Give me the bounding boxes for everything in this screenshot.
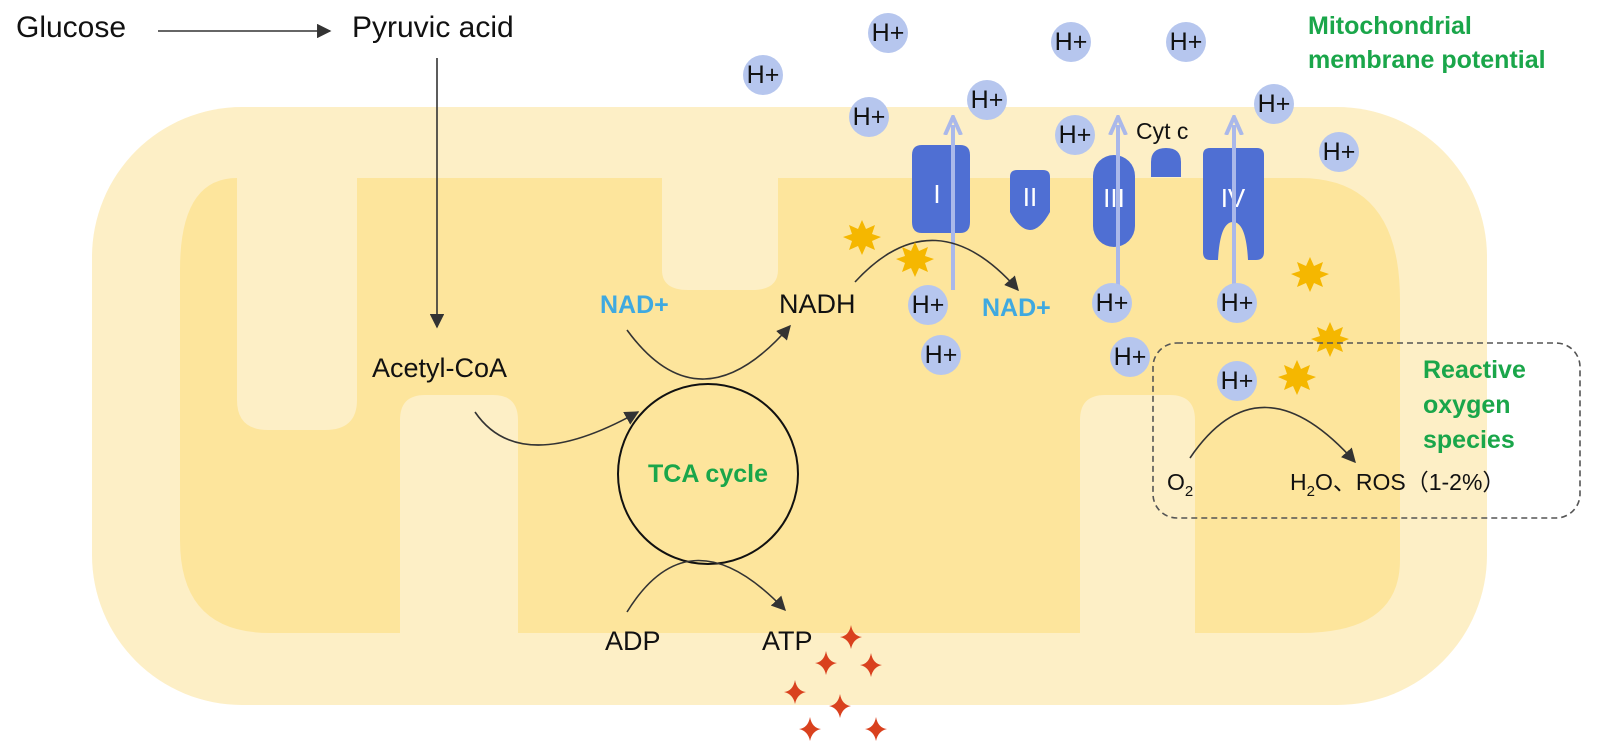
ros-star-group [843, 220, 1349, 395]
complex-iii: III [1093, 155, 1135, 247]
acetyl-coa-to-tca-arrow [474, 411, 640, 446]
proton-4: H+ [743, 55, 783, 95]
red-sparkle-icon [860, 653, 882, 677]
proton-6: H+ [1254, 84, 1294, 124]
adp-label: ADP [605, 626, 661, 656]
cyt-c-protein [1151, 148, 1181, 177]
red-sparkle-icon [840, 625, 862, 649]
membrane-potential-line-1: Mitochondrial [1308, 12, 1472, 40]
yellow-star-icon [843, 220, 881, 255]
svg-text:H+: H+ [1114, 343, 1147, 371]
svg-text:H+: H+ [853, 103, 886, 131]
proton-group: H+ H+ H+ H+ H+ H+ H+ H+ H+ H+ H+ H+ H+ H… [743, 13, 1359, 401]
atp-sparkle-group [784, 625, 887, 741]
svg-text:H+: H+ [1258, 90, 1291, 118]
red-sparkle-icon [799, 717, 821, 741]
proton-5: H+ [967, 80, 1007, 120]
complex-ii: II [1010, 170, 1050, 230]
svg-text:H+: H+ [1170, 28, 1203, 56]
proton-13: H+ [921, 335, 961, 375]
ros-label-line-3: species [1423, 426, 1515, 454]
nad-to-nadh-arrow [626, 324, 791, 380]
proton-8: H+ [1055, 115, 1095, 155]
red-sparkle-icon [829, 694, 851, 718]
tca-cycle-circle [617, 383, 799, 565]
complex-i-label: I [933, 179, 940, 209]
proton-12: H+ [1217, 283, 1257, 323]
adp-to-atp-arrow [626, 559, 786, 613]
nadh-label: NADH [779, 289, 856, 319]
ros-products-label: H2O、ROS（1-2%） [1290, 469, 1505, 500]
o2-label: O2 [1167, 469, 1193, 500]
cyt-c-label: Cyt c [1136, 118, 1188, 144]
o2-to-products-arrow [1189, 406, 1356, 464]
inner-matrix [180, 178, 1400, 633]
svg-text:H+: H+ [747, 61, 780, 89]
yellow-star-icon [1278, 360, 1316, 395]
ros-box [1152, 342, 1581, 519]
svg-text:H+: H+ [1096, 289, 1129, 317]
nad-plus-label: NAD+ [600, 291, 669, 319]
complex-iii-label: III [1103, 183, 1125, 213]
red-sparkle-icon [865, 717, 887, 741]
ros-label: Reactive oxygen species [1423, 356, 1533, 454]
svg-text:H+: H+ [1059, 121, 1092, 149]
tca-cycle-label: TCA cycle [648, 460, 768, 488]
proton-9: H+ [1319, 132, 1359, 172]
proton-10: H+ [908, 285, 948, 325]
ros-label-line-2: oxygen [1423, 391, 1511, 419]
complex-ii-label: II [1023, 182, 1037, 212]
svg-text:H+: H+ [1323, 138, 1356, 166]
proton-2: H+ [1051, 22, 1091, 62]
membrane-potential-label: Mitochondrial membrane potential [1308, 12, 1546, 74]
yellow-star-icon [1311, 322, 1349, 357]
proton-11: H+ [1092, 283, 1132, 323]
complex-i: I [912, 145, 970, 233]
proton-7: H+ [849, 97, 889, 137]
acetyl-coa-label: Acetyl-CoA [372, 353, 507, 383]
glucose-label: Glucose [16, 11, 126, 44]
proton-14: H+ [1110, 337, 1150, 377]
nadh-to-nad-arrow [854, 239, 1019, 292]
atp-label: ATP [762, 626, 813, 656]
svg-text:H+: H+ [1221, 367, 1254, 395]
red-sparkle-icon [784, 680, 806, 704]
svg-text:H+: H+ [1055, 28, 1088, 56]
etc-nad-plus-label: NAD+ [982, 294, 1051, 322]
proton-15: H+ [1217, 361, 1257, 401]
svg-text:H+: H+ [971, 86, 1004, 114]
svg-text:H+: H+ [1221, 289, 1254, 317]
membrane-potential-line-2: membrane potential [1308, 46, 1546, 74]
red-sparkle-icon [815, 651, 837, 675]
pyruvic-acid-label: Pyruvic acid [352, 11, 514, 44]
yellow-star-icon [1291, 257, 1329, 292]
ros-label-line-1: Reactive [1423, 356, 1526, 384]
proton-3: H+ [1166, 22, 1206, 62]
proton-1: H+ [868, 13, 908, 53]
svg-text:H+: H+ [912, 291, 945, 319]
svg-text:H+: H+ [925, 341, 958, 369]
yellow-star-icon [896, 242, 934, 277]
svg-text:H+: H+ [872, 19, 905, 47]
